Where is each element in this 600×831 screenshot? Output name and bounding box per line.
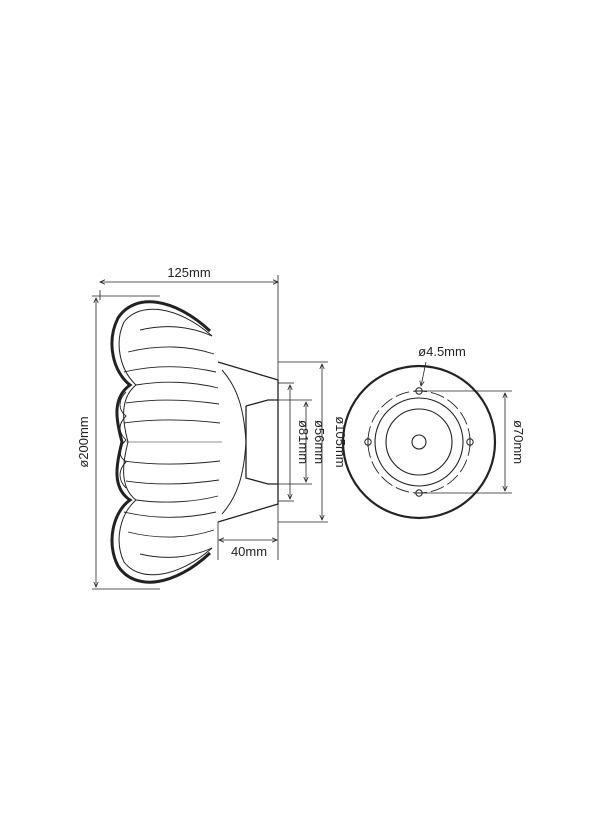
shade-left-wave: [119, 391, 127, 489]
backplate-ring-outer: [374, 397, 464, 487]
back-dimensions: ø4.5mm ø70mm: [418, 344, 526, 494]
lamp-back-view: [341, 364, 497, 520]
side-dimensions: 125mm ø200mm 40mm ø105mm ø81mm ø56mm: [76, 265, 348, 590]
screw-holes: [364, 387, 474, 497]
backplate-ring-inner: [385, 408, 453, 476]
lamp-side-view: [110, 300, 279, 584]
hole-spacing-dimension: ø70mm: [511, 420, 526, 464]
shade-ribs: [123, 326, 221, 558]
backplate-curve: [221, 369, 247, 515]
backplate-outline: [217, 361, 279, 523]
inner-diameter-dimension: ø81mm: [296, 420, 311, 464]
width-dimension: 125mm: [167, 265, 210, 280]
center-hole: [411, 434, 427, 450]
hole-diameter-dimension: ø4.5mm: [418, 344, 466, 359]
backplate-outer-circle: [341, 364, 497, 520]
recess-diameter-dimension: ø56mm: [312, 420, 327, 464]
backplate-depth-dimension: 40mm: [231, 544, 267, 559]
backplate-recess: [245, 399, 278, 485]
height-dimension: ø200mm: [76, 416, 91, 467]
backplate-mounting-circle: [367, 390, 471, 494]
shade-outline: [110, 300, 212, 584]
